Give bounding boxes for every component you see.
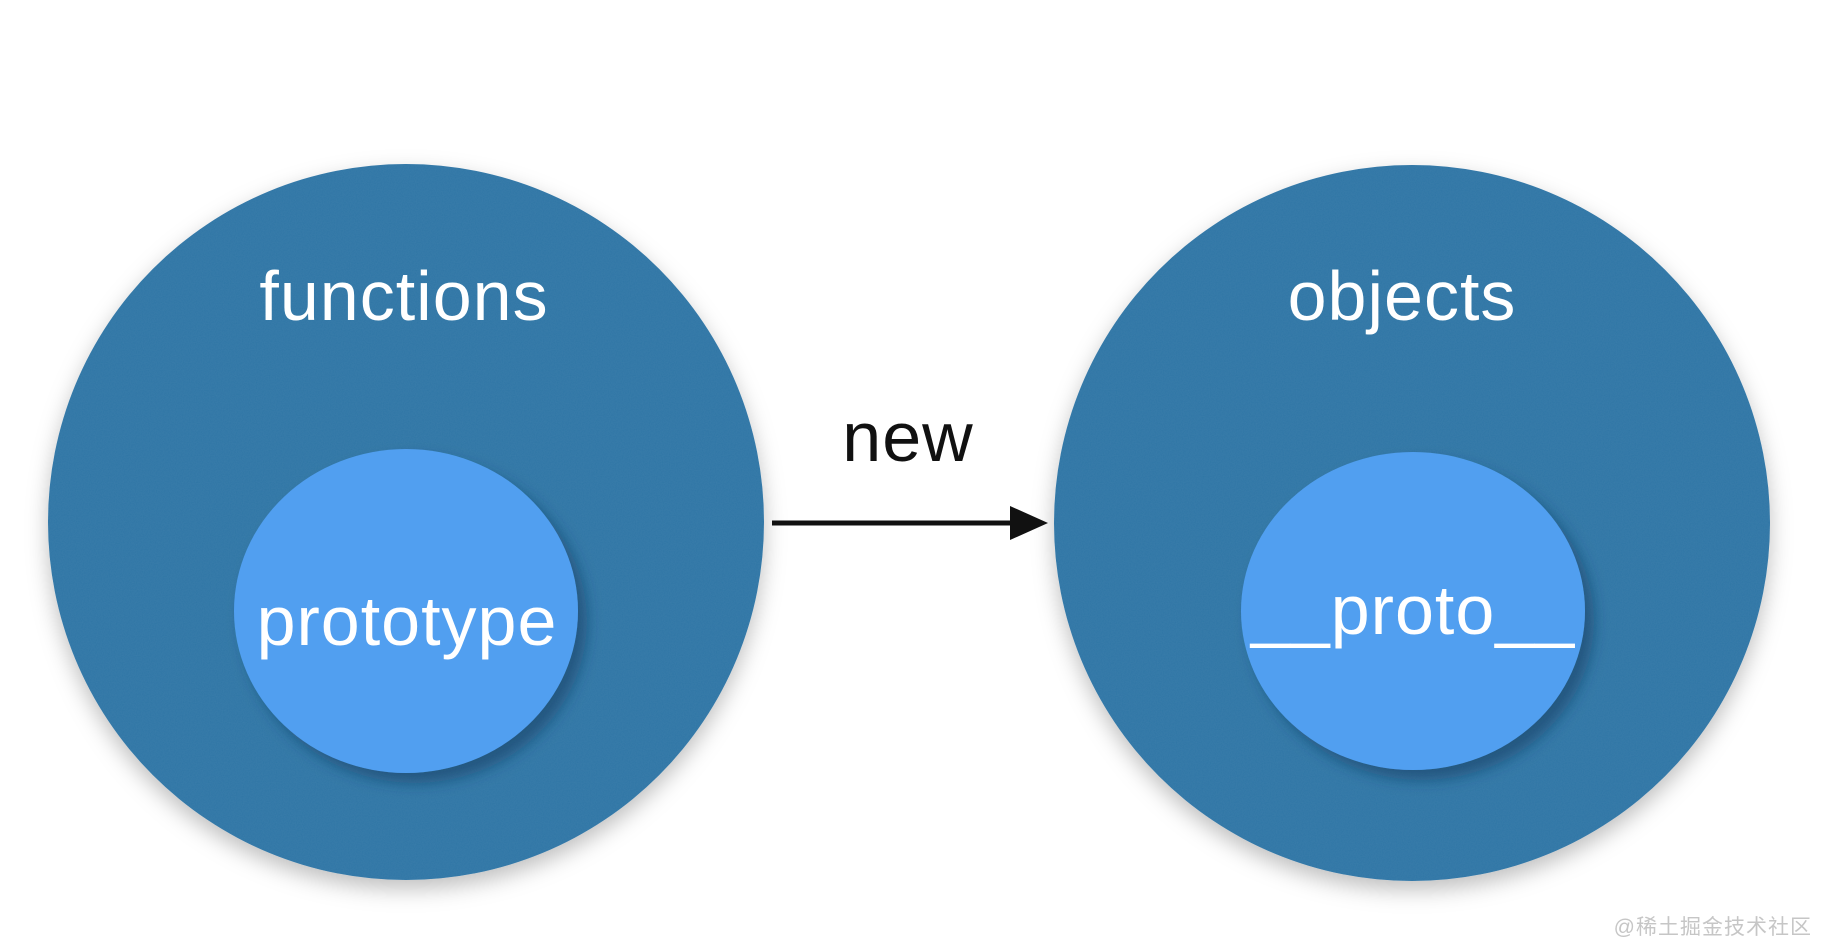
proto-circle <box>1241 452 1585 770</box>
new-arrow-head-icon <box>1010 506 1048 540</box>
prototype-circle <box>234 449 578 773</box>
objects-label: objects <box>1288 257 1517 335</box>
new-arrow-label: new <box>842 398 973 476</box>
prototype-label: prototype <box>257 582 558 660</box>
functions-label: functions <box>259 257 548 335</box>
proto-label: __proto__ <box>1249 571 1575 649</box>
watermark: @稀土掘金技术社区 <box>1613 916 1812 939</box>
